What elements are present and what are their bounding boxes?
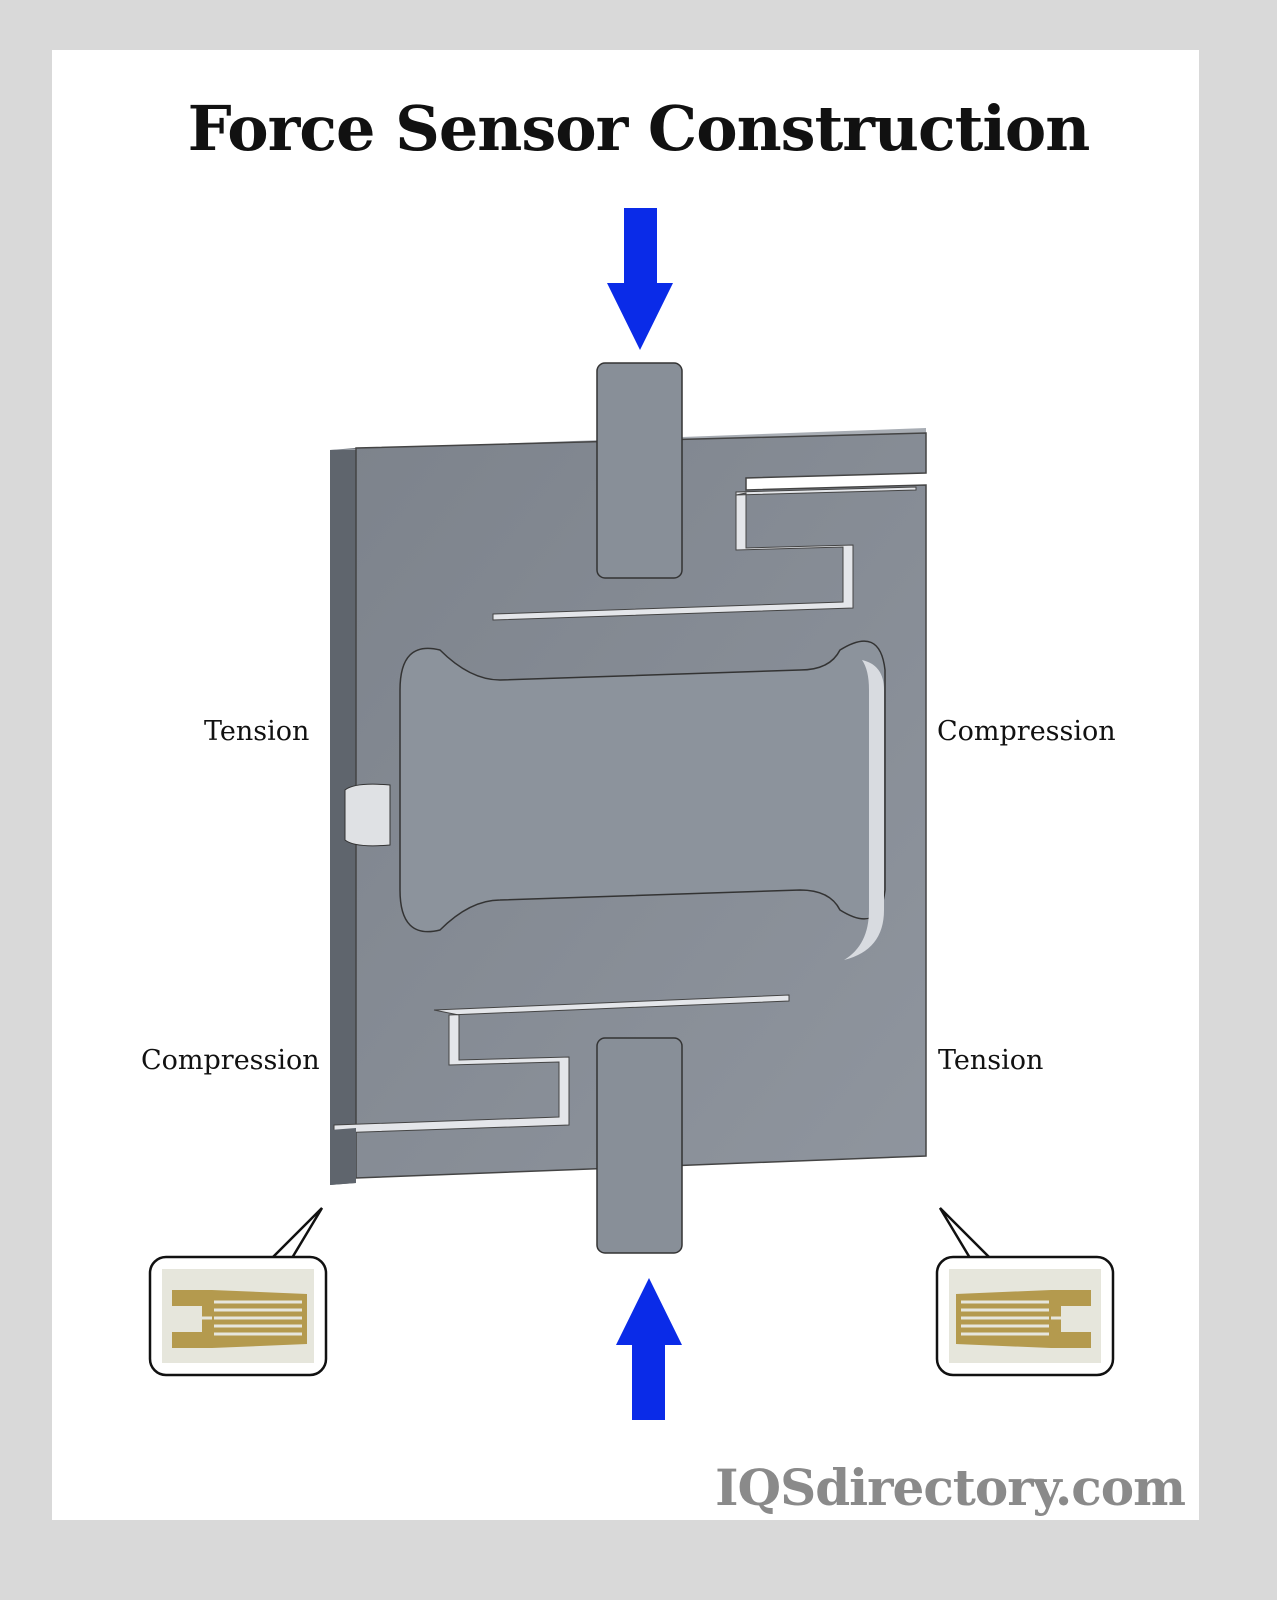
label-compression-upper-right: Compression [937,716,1116,747]
label-tension-lower-right: Tension [938,1045,1044,1076]
page-title: Force Sensor Construction [187,92,1091,165]
force-arrow-down [607,208,673,350]
sensor-body [330,362,927,1254]
strain-gauge-right [935,1207,1115,1377]
label-tension-upper-left: Tension [204,716,310,747]
force-arrow-up [616,1278,682,1420]
watermark: IQSdirectory.com [715,1458,1186,1517]
label-compression-lower-left: Compression [141,1045,320,1076]
strain-gauge-left [148,1207,328,1377]
